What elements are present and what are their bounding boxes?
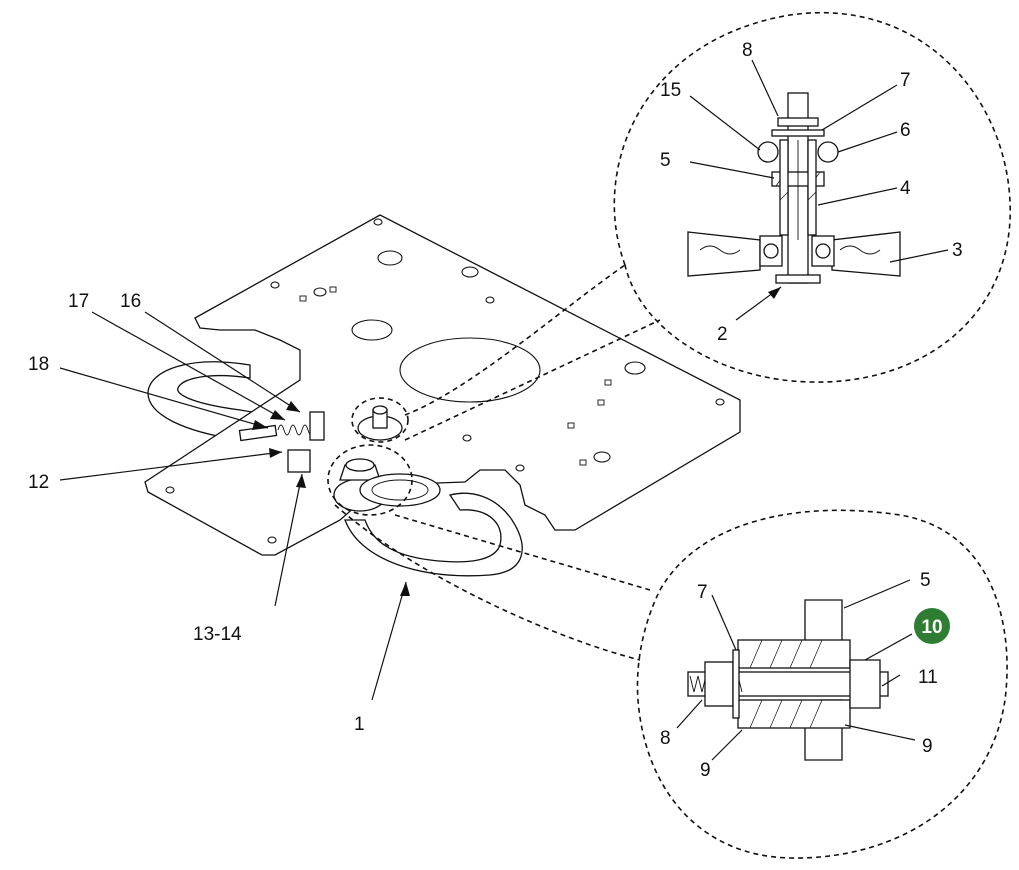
callout-7: 7: [900, 70, 911, 91]
callout-18: 18: [28, 354, 49, 375]
callout-1: 1: [354, 714, 365, 735]
detail-callout-9-left: 9: [700, 760, 711, 781]
callout-15: 15: [660, 80, 681, 101]
callout-3: 3: [952, 240, 963, 261]
mower-deck-plate: [144, 214, 741, 577]
callout-5: 5: [660, 150, 671, 171]
callout-13-14: 13-14: [193, 624, 242, 645]
highlight-badge: [914, 608, 950, 644]
callout-8: 8: [742, 40, 753, 61]
callout-2: 2: [717, 324, 728, 345]
detail-callout-7: 7: [697, 582, 708, 603]
callout-12: 12: [28, 472, 49, 493]
leader-lines: [59, 59, 949, 761]
detail-view-idler-pivot: [636, 509, 1008, 859]
detail-view-pulley-spindle: [613, 12, 1011, 383]
callout-6: 6: [900, 120, 911, 141]
detail-callout-10: 10: [921, 617, 942, 638]
detail-callout-8: 8: [660, 728, 671, 749]
callout-16: 16: [120, 291, 141, 312]
detail-callout-5: 5: [920, 570, 931, 591]
callout-4: 4: [900, 178, 911, 199]
detail-callout-9-right: 9: [922, 736, 933, 757]
callout-17: 17: [68, 291, 89, 312]
detail-callout-11: 11: [918, 667, 938, 688]
